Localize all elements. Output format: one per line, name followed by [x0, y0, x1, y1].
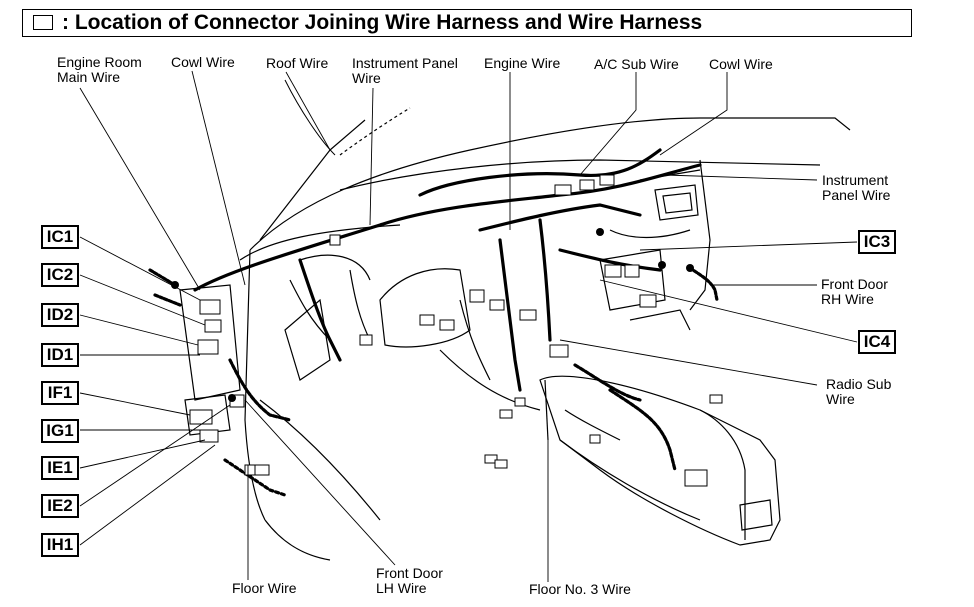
- label-floor-wire: Floor Wire: [232, 580, 297, 596]
- title-box: : Location of Connector Joining Wire Har…: [22, 9, 912, 37]
- connector-code-ic2: IC2: [41, 263, 79, 287]
- label-line-1: Front Door: [821, 276, 888, 292]
- leader-front-door-lh: [244, 399, 396, 566]
- label-ac-sub-wire: A/C Sub Wire: [594, 56, 679, 72]
- label-cowl-wire-right: Cowl Wire: [709, 56, 773, 72]
- label-line-2: Main Wire: [57, 69, 121, 85]
- label-line-1: Engine Room: [57, 54, 142, 70]
- main-harness-run: [193, 163, 702, 292]
- leader-radio-sub: [559, 339, 818, 386]
- connector-code-id1: ID1: [41, 343, 79, 367]
- connector-code-ic3: IC3: [858, 230, 896, 254]
- label-line-2: Wire: [352, 70, 381, 86]
- leader-engine-room-main: [79, 87, 201, 291]
- label-line-2: LH Wire: [376, 580, 427, 596]
- label-engine-wire: Engine Wire: [484, 55, 561, 71]
- label-line-1: Radio Sub: [826, 376, 892, 392]
- leader-ic4: [599, 279, 858, 343]
- label-line-2: Panel Wire: [822, 187, 891, 203]
- page-title: : Location of Connector Joining Wire Har…: [62, 11, 703, 34]
- leader-ac-sub: [579, 72, 637, 176]
- leader-ie2: [79, 404, 231, 507]
- connector-code-ih1: IH1: [41, 533, 79, 557]
- connector-code-ic4: IC4: [858, 330, 896, 354]
- label-line-1: Instrument: [822, 172, 889, 188]
- leader-ic3: [639, 241, 858, 251]
- label-front-door-rh-wire: Front Door RH Wire: [821, 277, 888, 307]
- leader-instrument-panel-right: [664, 174, 818, 181]
- connector-code-id2: ID2: [41, 303, 79, 327]
- leader-cowl-left: [191, 70, 246, 286]
- leader-if1: [79, 392, 191, 416]
- connector-code-ig1: IG1: [41, 419, 79, 443]
- connector-code-ic1: IC1: [41, 225, 79, 249]
- connector-code-ie2: IE2: [41, 494, 79, 518]
- leader-instrument-panel-top: [369, 87, 374, 226]
- leader-cowl-right: [659, 72, 728, 156]
- label-engine-room-main-wire: Engine Room Main Wire: [57, 55, 142, 85]
- label-line-2: Wire: [826, 391, 855, 407]
- label-line-1: Front Door: [376, 565, 443, 581]
- label-roof-wire: Roof Wire: [266, 55, 329, 71]
- label-instrument-panel-wire-top: Instrument Panel Wire: [352, 56, 458, 86]
- leader-id2: [79, 314, 199, 346]
- leader-roof: [285, 71, 331, 151]
- label-radio-sub-wire: Radio Sub Wire: [826, 377, 891, 407]
- label-cowl-wire-left: Cowl Wire: [171, 54, 235, 70]
- connector-code-if1: IF1: [41, 381, 79, 405]
- dash-top-outline: [249, 117, 851, 251]
- leader-ie1: [79, 439, 206, 469]
- label-line-2: RH Wire: [821, 291, 874, 307]
- leader-ic2: [79, 274, 206, 326]
- label-instrument-panel-wire-right: Instrument Panel Wire: [822, 173, 890, 203]
- leader-ic1: [79, 236, 201, 301]
- leader-ih1: [79, 444, 216, 546]
- connector-symbol-icon: [33, 15, 53, 30]
- label-front-door-lh-wire: Front Door LH Wire: [376, 566, 443, 596]
- label-floor-no3-wire: Floor No. 3 Wire: [529, 581, 631, 597]
- connector-code-ie1: IE1: [41, 456, 79, 480]
- label-line-1: Instrument Panel: [352, 55, 458, 71]
